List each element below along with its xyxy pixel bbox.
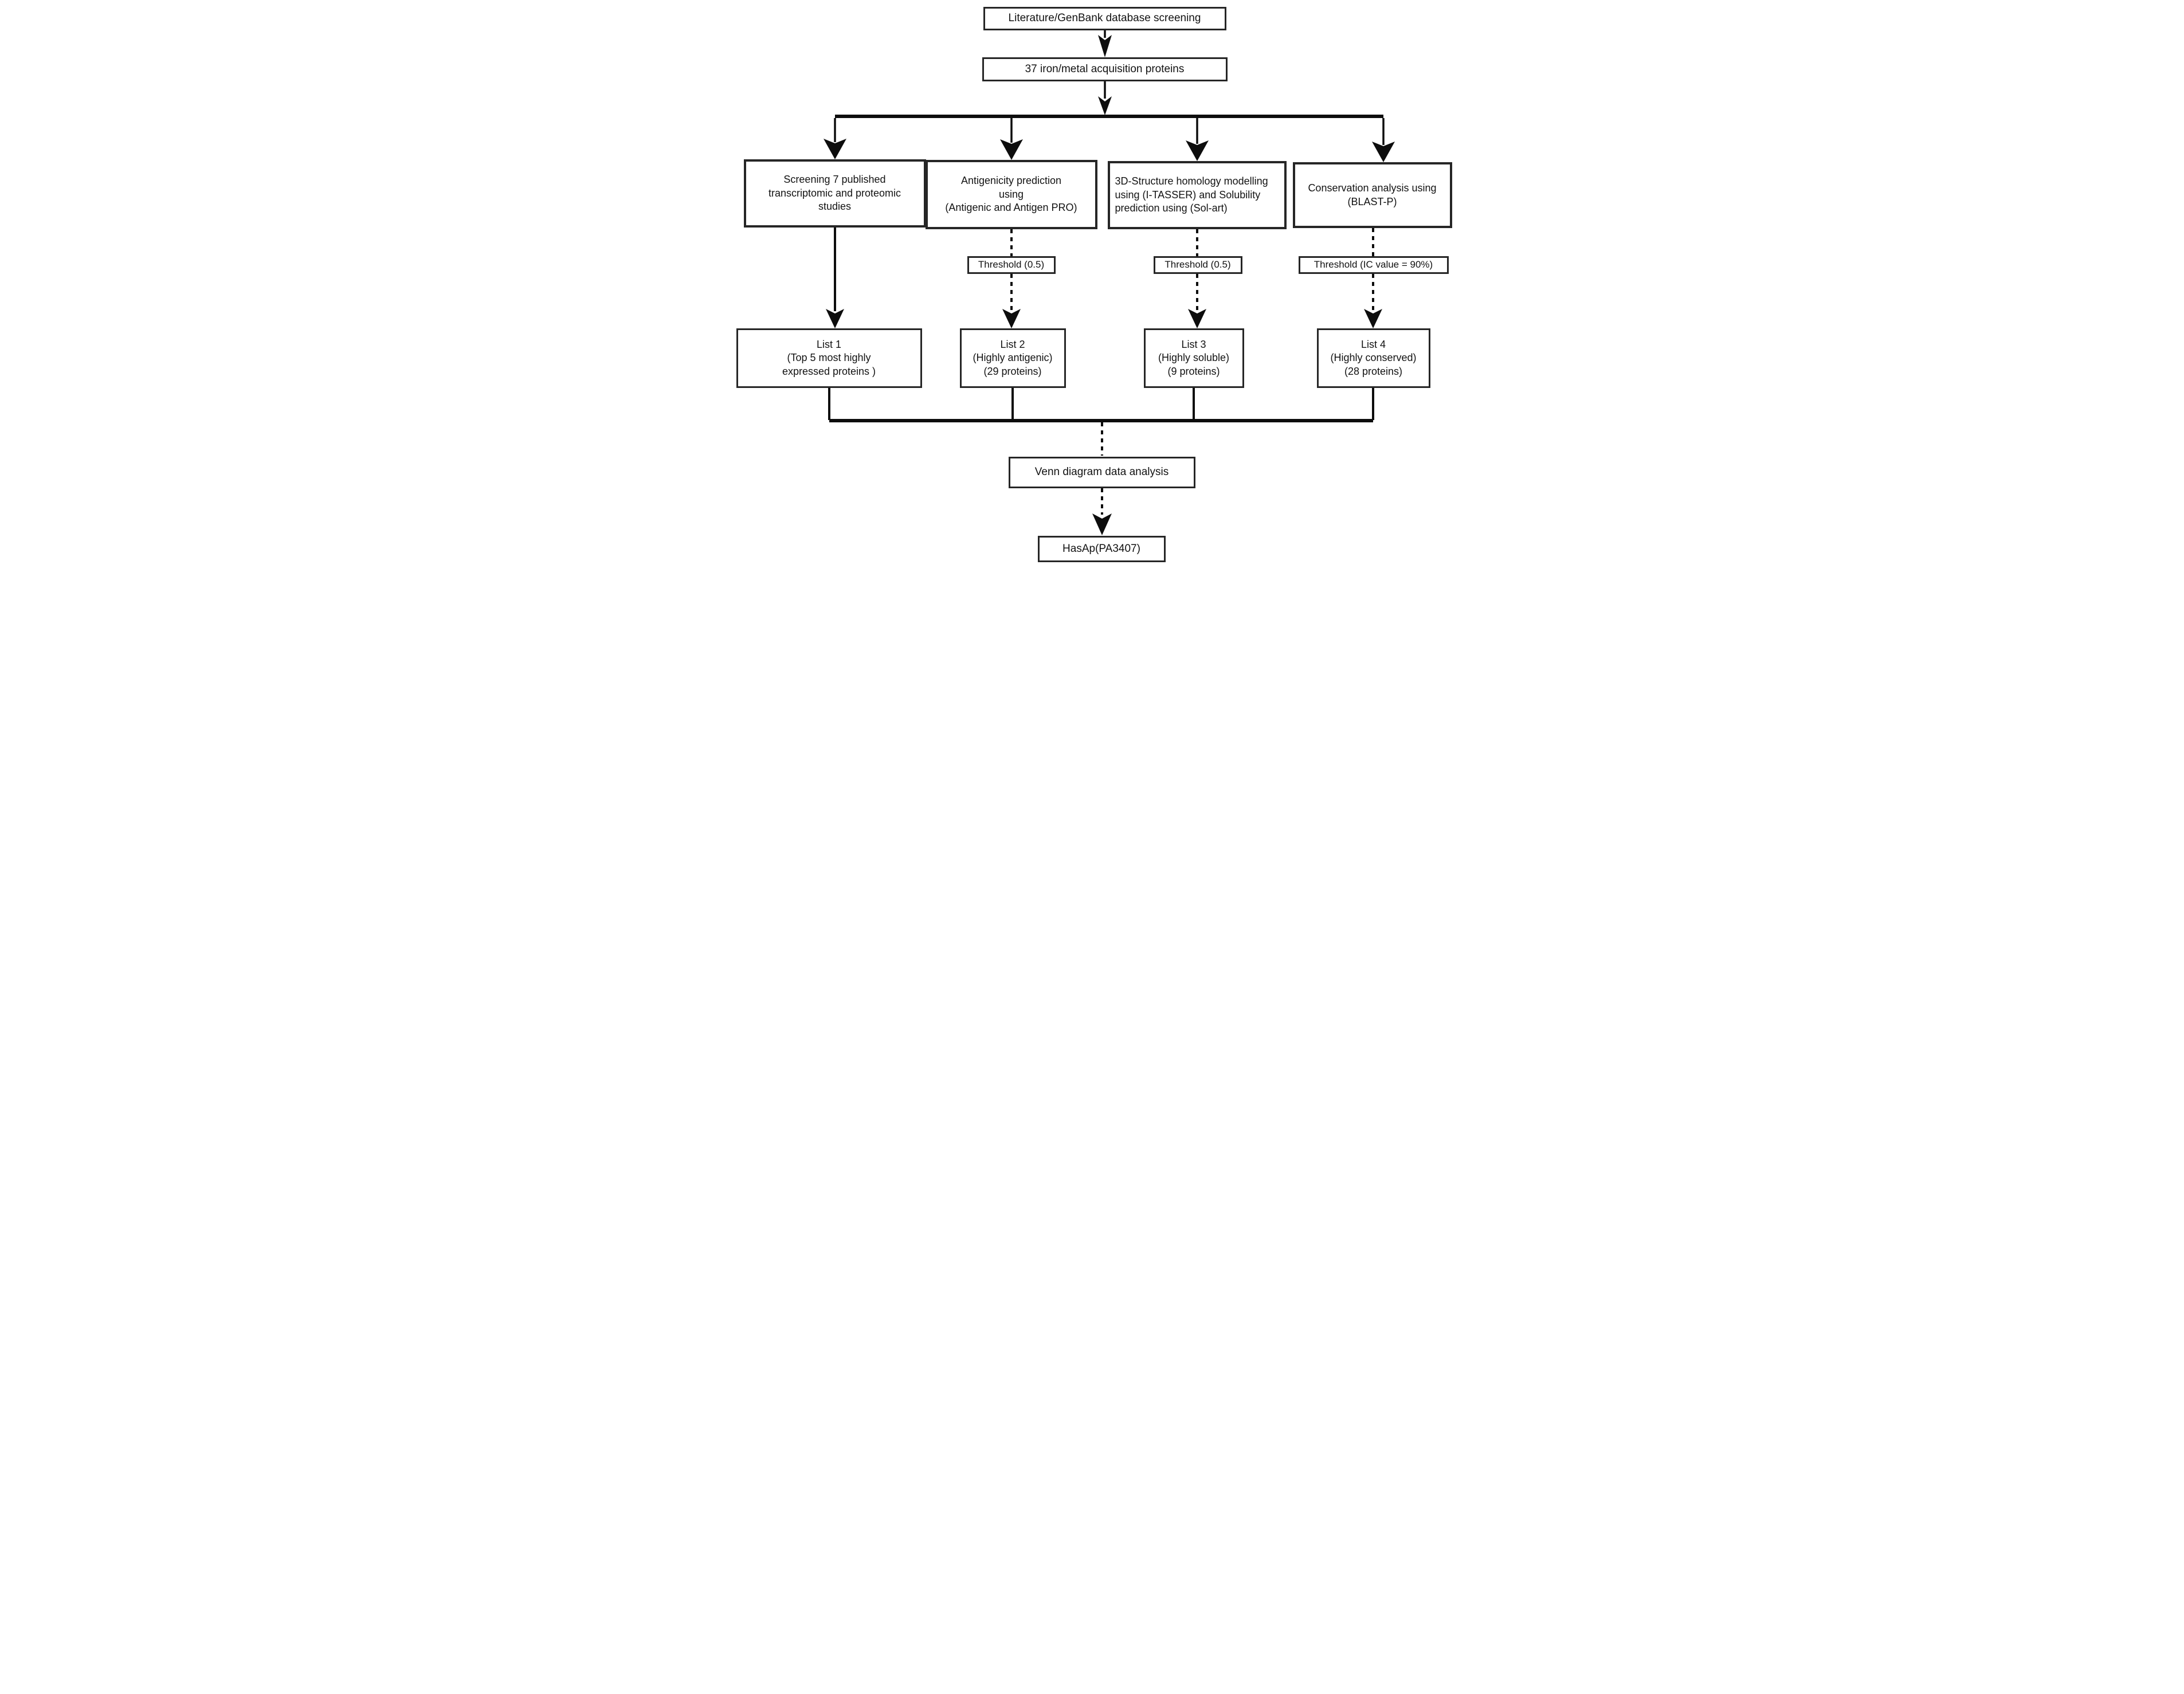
flowchart-canvas: Literature/GenBank database screening 37… <box>728 0 1456 564</box>
merge-bar <box>829 419 1373 422</box>
source-box: Literature/GenBank database screening <box>983 7 1226 30</box>
process-box-antigenicity-prediction: Antigenicity prediction using (Antigenic… <box>925 160 1097 229</box>
venn-analysis-box: Venn diagram data analysis <box>1008 457 1195 488</box>
arrowhead-to-list4 <box>1363 309 1382 328</box>
process-box-conservation-analysis: Conservation analysis using (BLAST-P) <box>1292 162 1452 228</box>
branch-arrowhead-1 <box>823 139 846 159</box>
arrowhead-source-to-proteins <box>1097 35 1112 57</box>
connector-layer <box>823 30 1395 535</box>
arrowhead-to-list1 <box>825 309 844 328</box>
arrowhead-to-list2 <box>1002 309 1021 328</box>
arrowhead-venn-to-result <box>1092 513 1112 535</box>
split-bar <box>834 115 1383 118</box>
arrowhead-to-list3 <box>1187 309 1206 328</box>
branch-arrowhead-2 <box>999 139 1023 160</box>
arrowhead-proteins-to-split <box>1097 96 1112 115</box>
proteins-count-box: 37 iron/metal acquisition proteins <box>982 57 1228 81</box>
threshold-box-antigenicity: Threshold (0.5) <box>967 256 1056 274</box>
threshold-box-conservation: Threshold (IC value = 90%) <box>1298 256 1449 274</box>
list-box-4: List 4 (Highly conserved) (28 proteins) <box>1316 328 1430 388</box>
list-box-3: List 3 (Highly soluble) (9 proteins) <box>1143 328 1244 388</box>
branch-arrowhead-3 <box>1185 140 1209 161</box>
threshold-box-solubility: Threshold (0.5) <box>1153 256 1242 274</box>
list-box-2: List 2 (Highly antigenic) (29 proteins) <box>959 328 1066 388</box>
branch-arrowhead-4 <box>1371 142 1395 162</box>
list-box-1: List 1 (Top 5 most highly expressed prot… <box>736 328 922 388</box>
process-box-transcriptomic-screening: Screening 7 published transcriptomic and… <box>743 159 926 228</box>
result-box-hasap: HasAp(PA3407) <box>1037 536 1166 562</box>
process-box-structure-solubility: 3D-Structure homology modelling using (I… <box>1107 161 1287 229</box>
